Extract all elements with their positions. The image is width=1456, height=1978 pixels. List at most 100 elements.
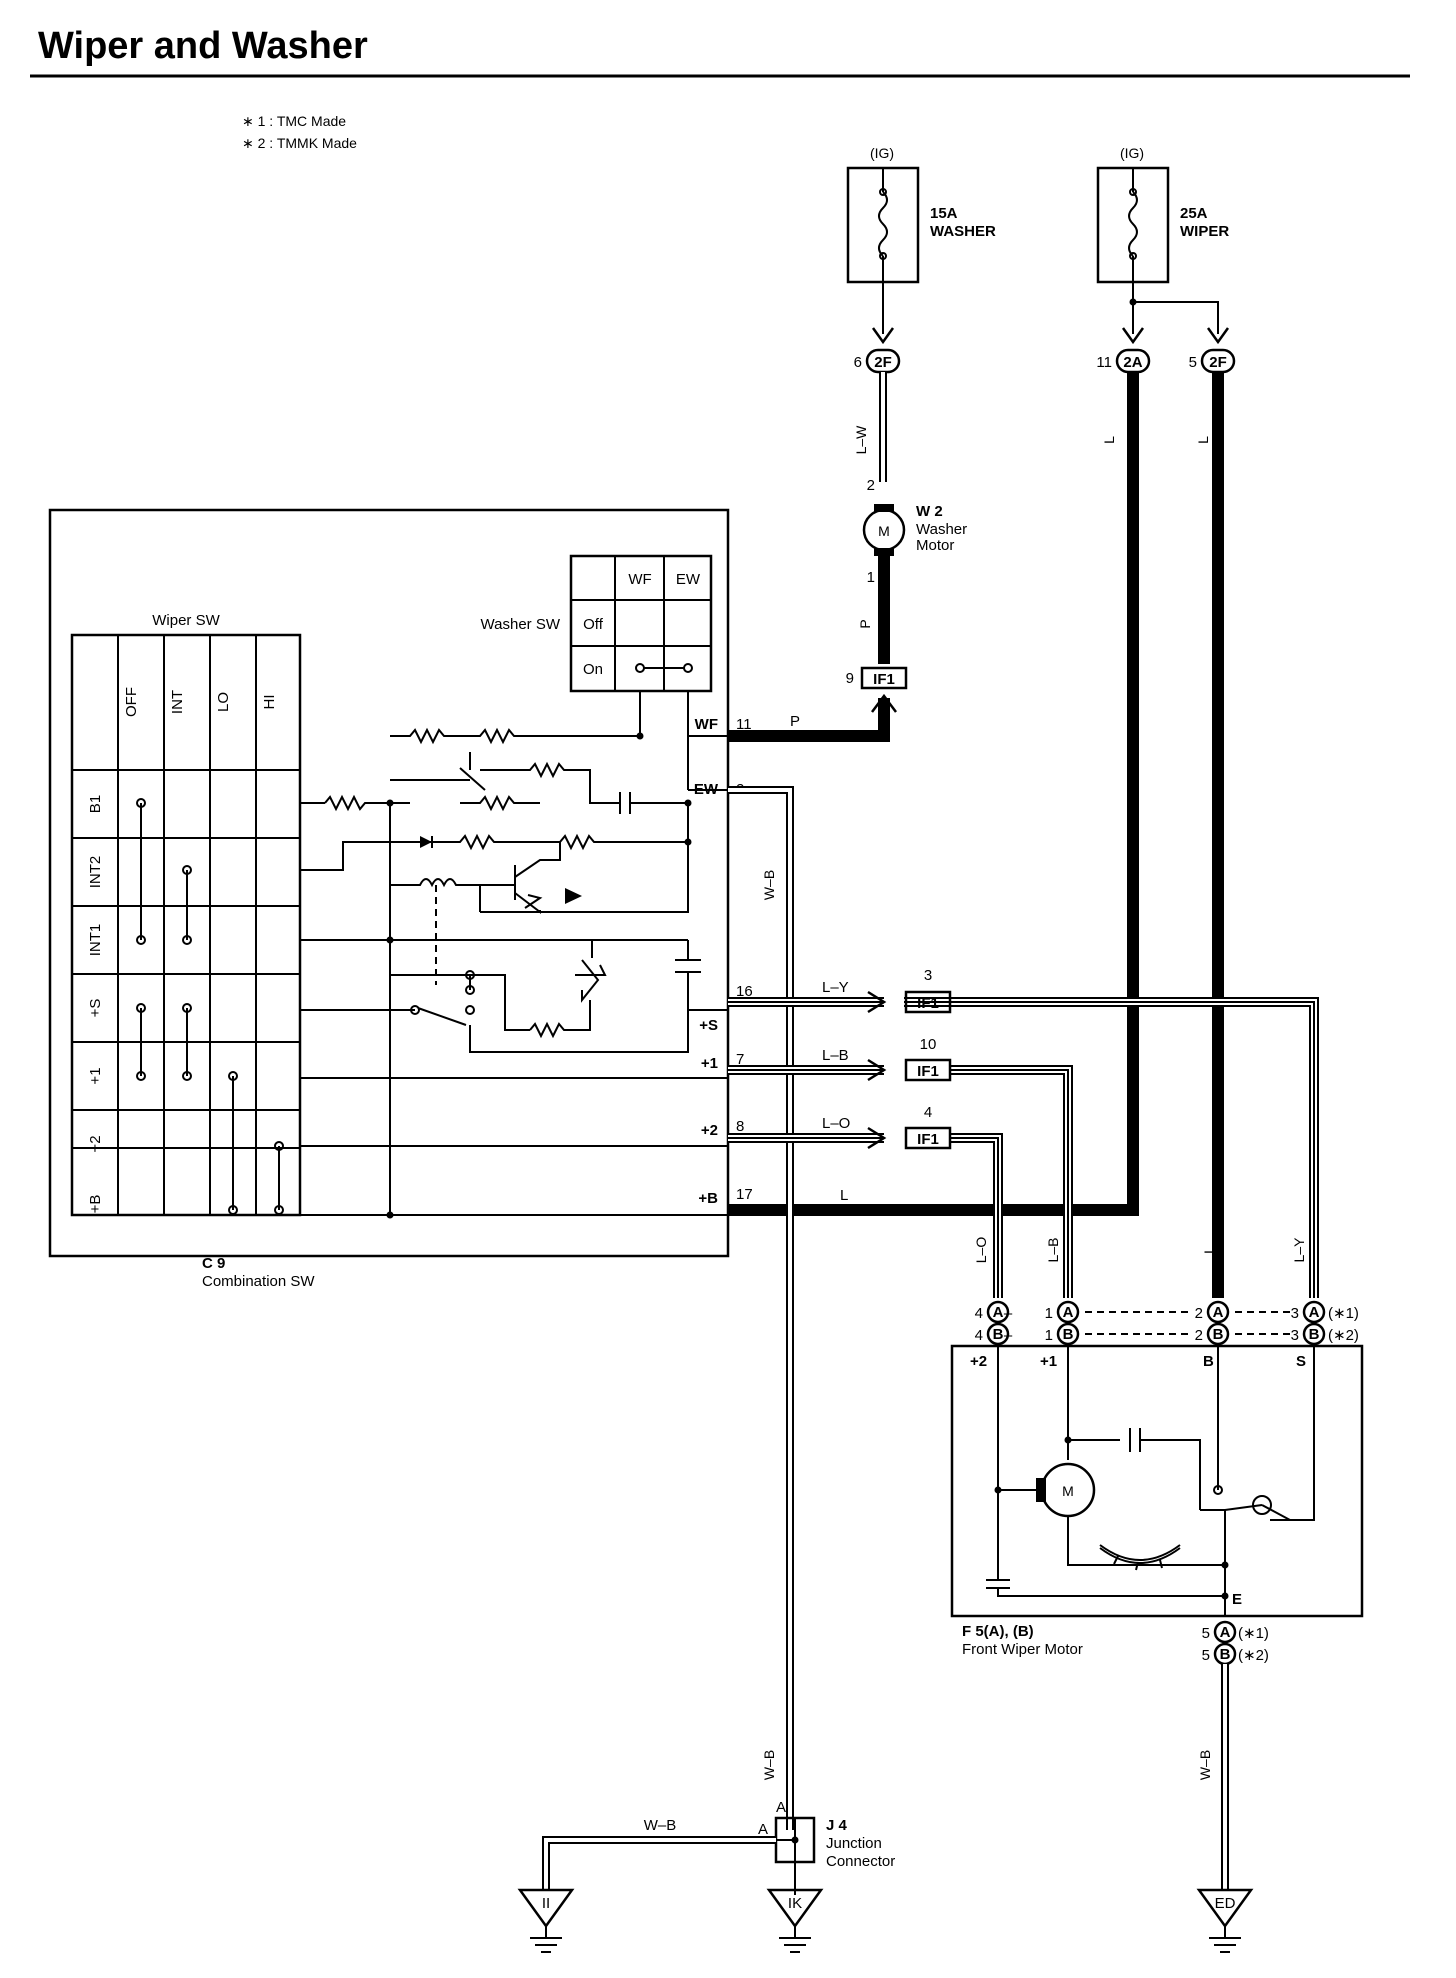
wiper-row-header: +1 [87, 1067, 104, 1084]
wiper-motor-name: Front Wiper Motor [962, 1641, 1083, 1658]
switch-contact [274, 1205, 284, 1215]
terminal-plus-s: +S [699, 1017, 718, 1034]
terminal-label: +1 [1040, 1353, 1057, 1370]
wiper-motor-ground-connector: 5 A (∗1) 5 B (∗2) [1202, 1620, 1269, 1666]
fuse-wiper-source: (IG) [1120, 145, 1144, 161]
washer-motor-name-2: Motor [916, 537, 954, 554]
connector-id: IF1 [917, 995, 939, 1012]
fuse-wiper-rating: 25A [1180, 205, 1208, 222]
switch-contact [182, 935, 192, 945]
separator: – [1004, 1327, 1013, 1344]
arrow-icon [1121, 327, 1145, 345]
ground-ii: II [517, 1888, 575, 1953]
pin-plus-s: 16 [736, 983, 753, 1000]
connector-id: B [1213, 1326, 1224, 1343]
wiper-column-header: HI [261, 695, 278, 710]
wire-color-l-2a: L [1101, 436, 1117, 444]
arrow-icon [867, 1058, 887, 1082]
connector-id: B [1063, 1326, 1074, 1343]
pin-label: 3 [1291, 1327, 1299, 1344]
wire-color-wb-wiper: W–B [1197, 1750, 1213, 1780]
terminal-plus-b: +B [698, 1190, 718, 1207]
washer-motor-name-1: Washer [916, 521, 967, 538]
pin-label: 4 [975, 1305, 983, 1322]
pin-label: 9 [846, 670, 854, 687]
switch-contact [182, 1003, 192, 1013]
wire-color-l-2f: L [1195, 436, 1211, 444]
wiper-motor-connector-a: 4 A – 1 A 2 A 3 A (∗1) [975, 1300, 1359, 1324]
pin-label: 4 [975, 1327, 983, 1344]
j4-name-1: Junction [826, 1835, 882, 1852]
wire-color-p-horizontal: P [790, 713, 800, 730]
wiper-motor-connector-b: 4 B – 1 B 2 B 3 B (∗2) [975, 1322, 1359, 1346]
note-mark: (∗1) [1328, 1305, 1359, 1322]
pin-label: 6 [854, 354, 862, 371]
wire-color-wb-ew: W–B [761, 870, 777, 900]
wire-color-ly-vertical: L–Y [1291, 1237, 1307, 1263]
fuse-wiper-name: WIPER [1180, 223, 1229, 240]
connector-2a-wiper: 11 2A [1096, 348, 1151, 374]
terminal-label: S [1296, 1353, 1306, 1370]
fuse-washer-rating: 15A [930, 205, 958, 222]
wire-plus-1 [728, 1065, 1073, 1298]
combination-switch-outputs [300, 735, 728, 1219]
terminal-plus-2: +2 [701, 1122, 718, 1139]
connector-id: 2A [1123, 354, 1142, 371]
washer-motor-pin-bottom: 1 [867, 569, 875, 586]
ground-icon [1196, 1888, 1254, 1929]
pin-label: 1 [1045, 1327, 1053, 1344]
combination-switch-box [48, 508, 730, 1258]
note-mark: (∗2) [1238, 1647, 1269, 1664]
combination-switch-name: Combination SW [202, 1273, 315, 1290]
wiper-column-header: OFF [123, 687, 140, 717]
j4-code: J 4 [826, 1817, 848, 1834]
washer-motor: 2 M W 2 Washer Motor 1 [862, 477, 967, 586]
wire-color-l-plus-b: L [840, 1187, 848, 1204]
washer-motor-code: W 2 [916, 503, 943, 520]
fuse-icon [878, 168, 888, 282]
connector-id: A [1213, 1304, 1224, 1321]
wire-color-ly: L–Y [822, 979, 849, 996]
terminal-ew: EW [694, 781, 719, 798]
pin-label: 11 [1096, 354, 1112, 371]
fuse-washer: (IG) 15A WASHER [846, 145, 996, 284]
arrow-icon [867, 990, 887, 1014]
wire-color-wb-ground: W–B [644, 1817, 677, 1834]
switch-contact [182, 1071, 192, 1081]
washer-column-header: WF [628, 571, 651, 588]
wiper-row-header: +2 [87, 1135, 104, 1152]
pin-label: 10 [920, 1036, 937, 1053]
connector-id: A [1309, 1304, 1320, 1321]
connector-if1-pin4: 4 IF1 [904, 1104, 952, 1150]
front-wiper-motor: +2 +1 B S E M [950, 1344, 1364, 1618]
terminal-label: +2 [970, 1353, 987, 1370]
pin-label: 3 [924, 967, 932, 984]
wire-plus-2 [728, 1133, 1003, 1298]
wire-color-p-vertical: P [857, 619, 873, 628]
j4-pin-top: A [776, 1799, 786, 1816]
note-mark: (∗1) [1238, 1625, 1269, 1642]
connector-if1-pin9: 9 IF1 [846, 666, 908, 690]
connector-id: B [1309, 1326, 1320, 1343]
washer-column-header: EW [676, 571, 701, 588]
washer-row-header: Off [583, 616, 604, 633]
fuse-washer-name: WASHER [930, 223, 996, 240]
note-tmc: ∗ 1 : TMC Made [242, 113, 346, 129]
motor-icon: M [1062, 1483, 1074, 1499]
pin-label: 2 [1195, 1305, 1203, 1322]
wiper-sw-label: Wiper SW [152, 612, 220, 629]
junction-connector-j4: W–B A A J 4 Junction Connector [758, 1750, 895, 1895]
pin-plus-2: 8 [736, 1118, 744, 1135]
terminal-label: E [1232, 1591, 1242, 1608]
ground-label: ED [1215, 1895, 1236, 1912]
wire-color-wb-j4: W–B [761, 1750, 777, 1780]
wire-color-lo: L–O [822, 1115, 850, 1132]
separator: – [1004, 1305, 1013, 1322]
wire-color-lb: L–B [822, 1047, 849, 1064]
pin-label: 5 [1189, 354, 1197, 371]
wiper-motor-code: F 5(A), (B) [962, 1623, 1034, 1640]
switch-contact [136, 798, 146, 808]
switch-contact [136, 1003, 146, 1013]
